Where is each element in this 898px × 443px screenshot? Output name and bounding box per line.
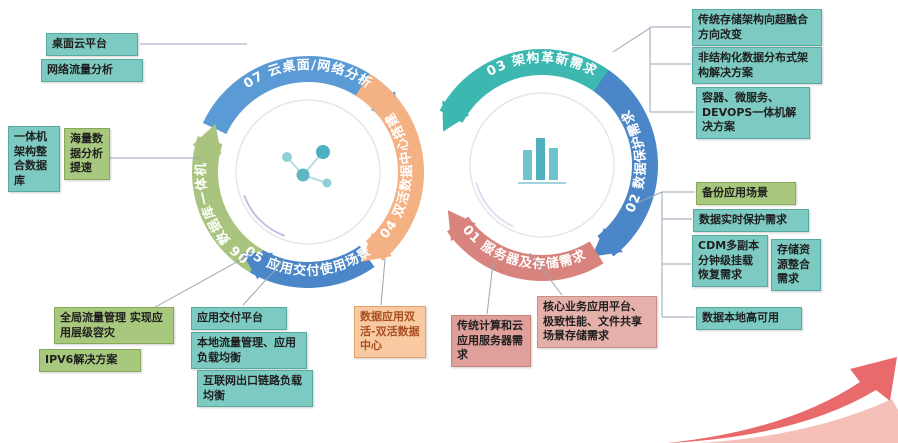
swoosh-arrow (668, 357, 897, 443)
box-storage-pooling: 存储资源整合需求 (771, 239, 821, 291)
connector-line (149, 252, 254, 311)
box-traditional-compute: 传统计算和云应用服务器需求 (451, 315, 531, 367)
box-desktop-cloud: 桌面云平台 (46, 33, 138, 56)
arc-segment-05 (241, 245, 375, 288)
connector-line (380, 258, 386, 306)
left-wheel-decor-arc (243, 194, 286, 237)
right-wheel-inner-ring (469, 92, 615, 238)
swoosh-underlay (700, 399, 898, 443)
box-integrated-db: 一体机架构整合数据库 (8, 126, 60, 193)
right-wheel-decor-arc (475, 182, 514, 228)
box-backup-scenario: 备份应用场景 (696, 182, 796, 205)
box-mass-data: 海量数据分析提速 (64, 128, 110, 180)
box-container-devops: 容器、微服务、DEVOPS一体机解决方案 (696, 87, 810, 139)
box-internet-egress: 互联网出口链路负载均衡 (197, 370, 313, 408)
box-global-traffic: 全局流量管理 实现应用层级容灾 (54, 307, 174, 345)
molecule-icon (282, 145, 332, 188)
arc-segment-01 (446, 210, 604, 281)
box-local-ha: 数据本地高可用 (696, 307, 802, 330)
box-app-delivery: 应用交付平台 (191, 307, 287, 330)
connector-line (529, 252, 563, 296)
box-ipv6: IPV6解决方案 (39, 349, 141, 372)
connector-line (242, 258, 286, 306)
connector-line (612, 27, 651, 53)
bar-chart-icon (518, 138, 566, 184)
left-wheel-inner-ring (235, 99, 381, 245)
box-storage-transform: 传统存储架构向超融合方向改变 (692, 9, 822, 47)
box-cdm: CDM多副本分钟级挂载恢复需求 (692, 235, 768, 287)
box-unstructured: 非结构化数据分布式架构解决方案 (692, 47, 822, 85)
box-core-business: 核心业务应用平台、极致性能、文件共享场景存储需求 (537, 296, 657, 348)
box-network-traffic: 网络流量分析 (41, 59, 143, 82)
box-dual-active: 数据应用双活-双活数据中心 (354, 306, 426, 358)
connector-lines (110, 26, 695, 318)
connector-line (636, 191, 663, 204)
arc-segment-04 (355, 73, 424, 262)
connector-line (486, 254, 495, 315)
box-local-traffic: 本地流量管理、应用负载均衡 (191, 332, 307, 370)
box-realtime-protection: 数据实时保护需求 (693, 209, 809, 232)
arc-segment-02 (592, 69, 658, 257)
